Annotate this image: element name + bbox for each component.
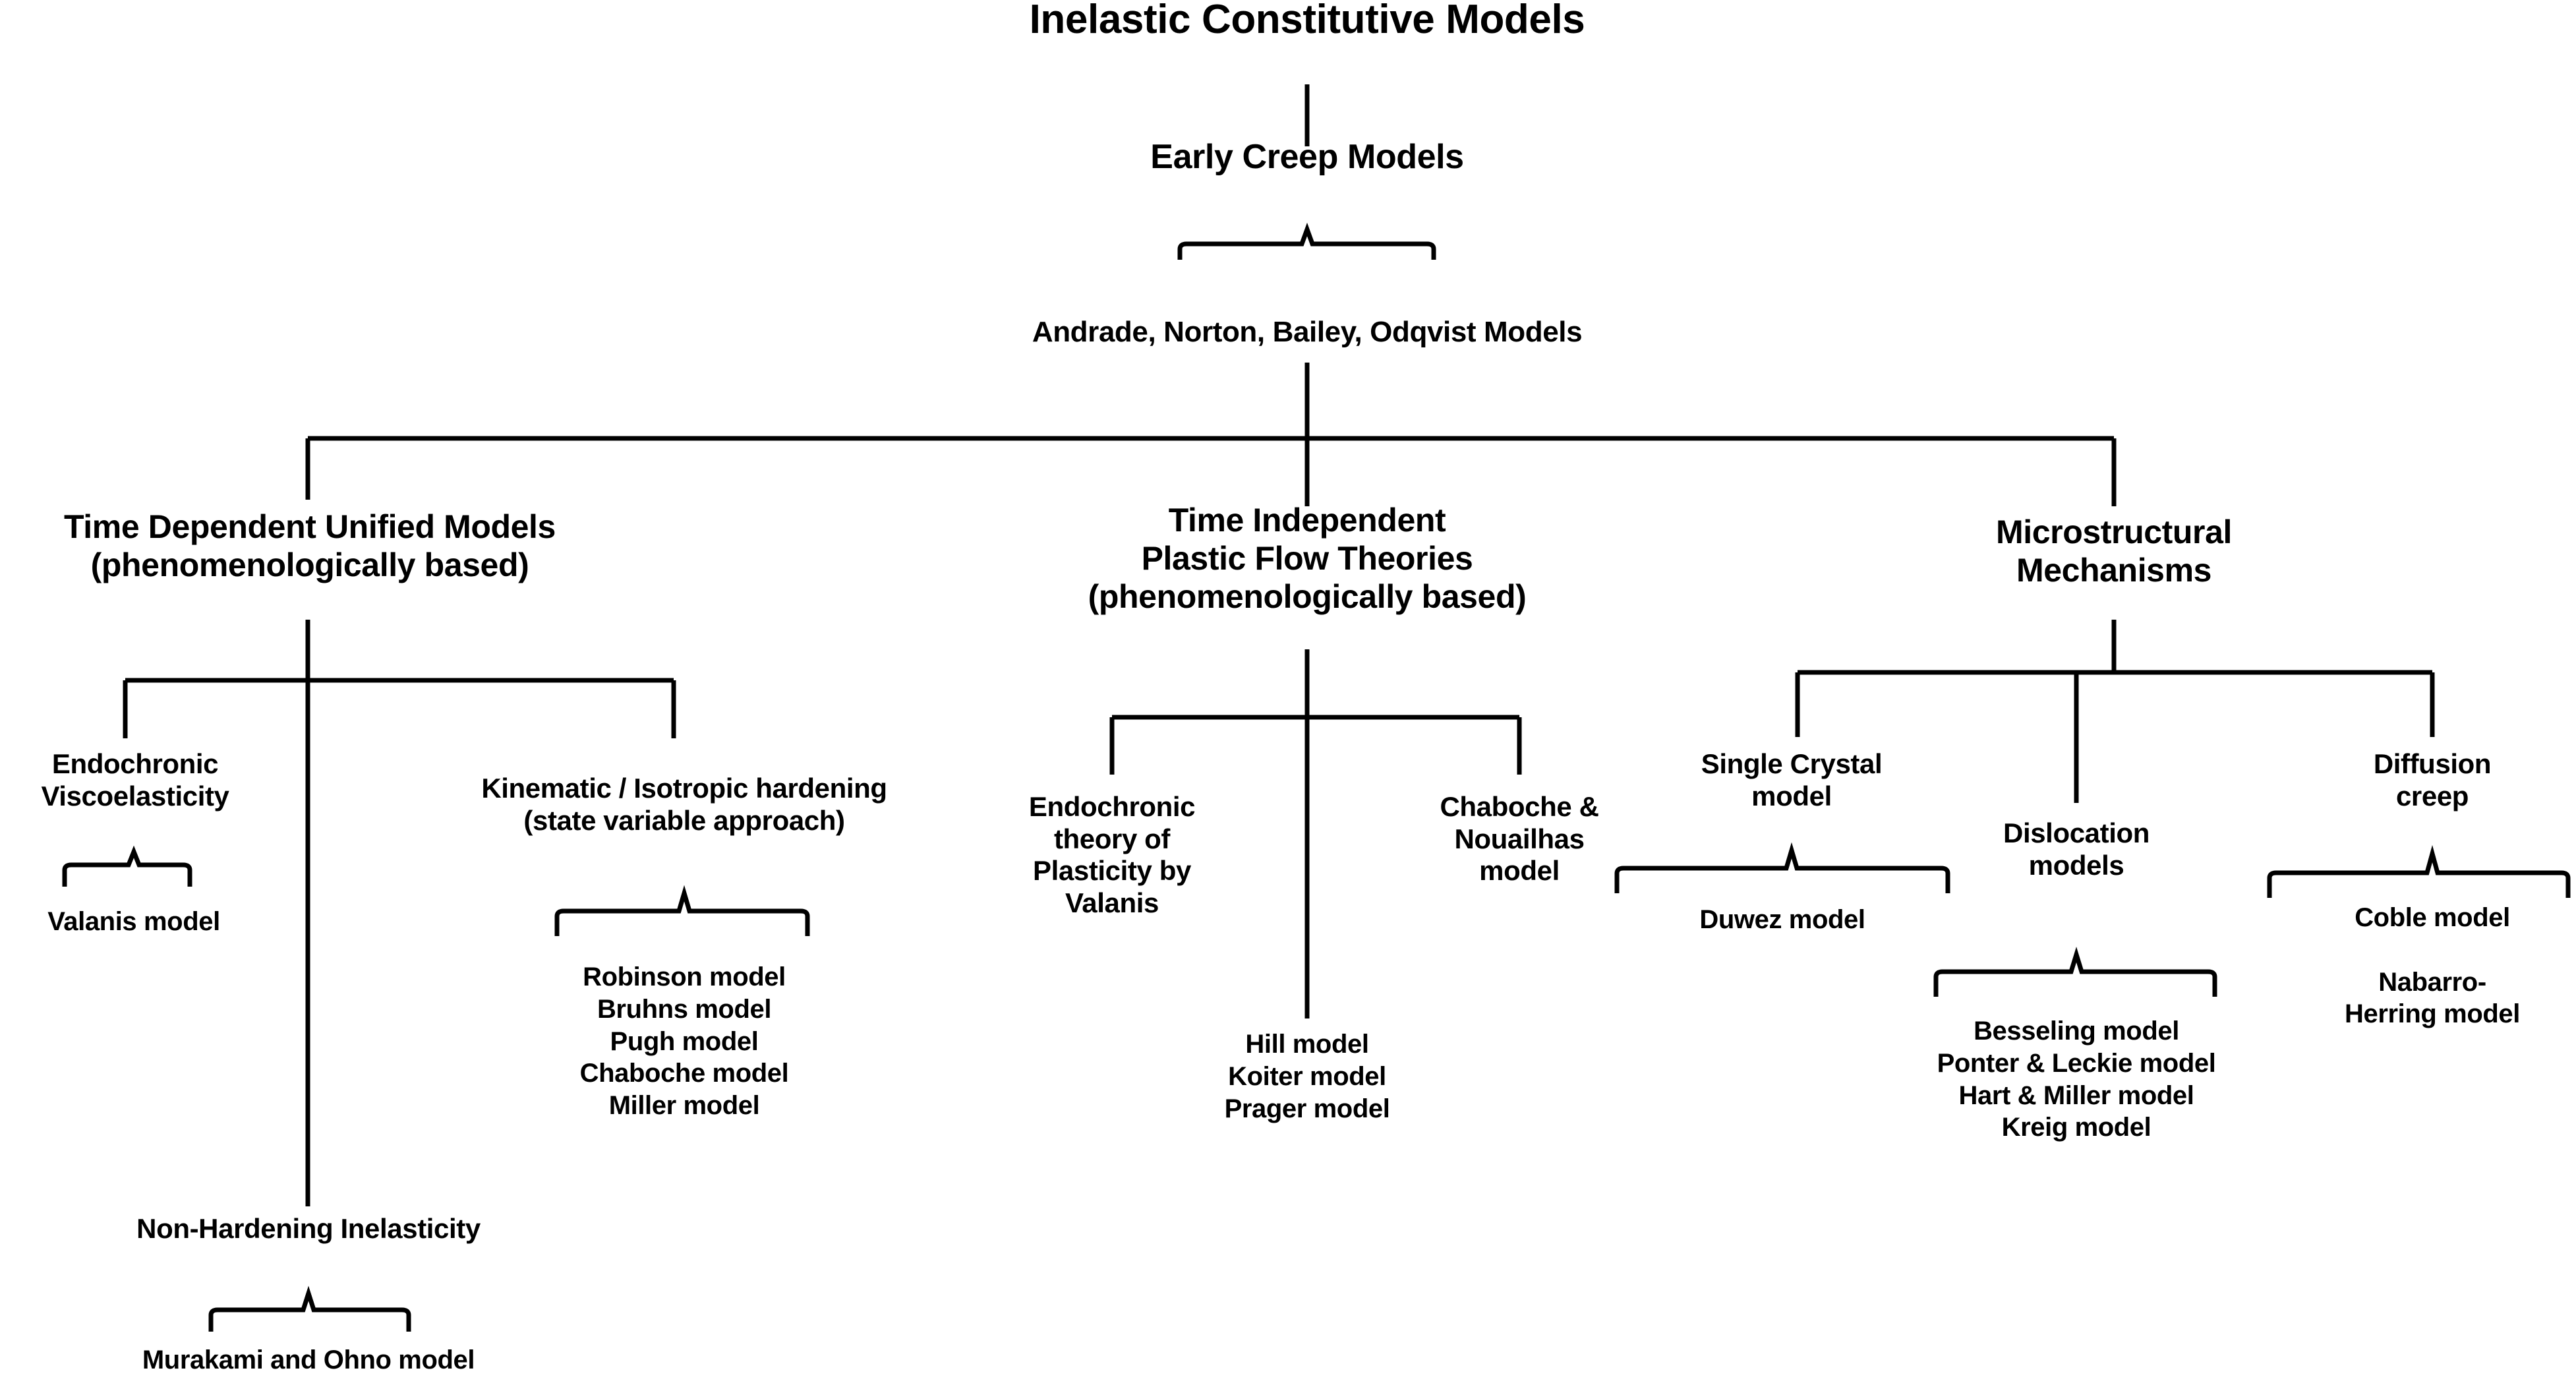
node-andrade-norton-bailey-odqvist: Andrade, Norton, Bailey, Odqvist Models (1032, 316, 1583, 348)
node-chaboche-nouailhas-model: Chaboche & Nouailhas model (1440, 791, 1599, 887)
bracket-dislocation-models (1933, 947, 2217, 997)
node-dislocation-model-list: Besseling model Ponter & Leckie model Ha… (1937, 1017, 2216, 1142)
node-microstructural-mechanisms: Microstructural Mechanisms (1996, 514, 2232, 589)
node-diffusion-creep: Diffusion creep (2373, 748, 2492, 812)
node-kinematic-isotropic-hardening: Kinematic / Isotropic hardening (state v… (481, 773, 887, 836)
node-kinematic-isotropic-model-list: Robinson model Bruhns model Pugh model C… (579, 962, 789, 1121)
bracket-single-crystal (1614, 842, 1950, 893)
node-endochronic-theory-of-plasticity: Endochronic theory of Plasticity by Vala… (1028, 791, 1196, 919)
node-duwez-model: Duwez model (1699, 905, 1865, 934)
node-single-crystal-model: Single Crystal model (1701, 748, 1883, 812)
node-non-hardening-inelasticity: Non-Hardening Inelasticity (136, 1213, 481, 1244)
node-plastic-flow-model-list: Hill model Koiter model Prager model (1224, 1030, 1390, 1123)
node-time-independent-plastic-flow-theories: Time Independent Plastic Flow Theories (… (1088, 502, 1527, 615)
node-root: Inelastic Constitutive Models (1029, 0, 1585, 42)
bracket-diffusion-creep (2267, 844, 2571, 898)
node-endochronic-viscoelasticity: Endochronic Viscoelasticity (41, 748, 229, 812)
node-valanis-model: Valanis model (47, 907, 220, 936)
bracket-early-creep (1177, 222, 1436, 260)
node-dislocation-models: Dislocation models (2003, 817, 2150, 881)
bracket-kinematic-isotropic (554, 885, 810, 936)
node-early-creep-models: Early Creep Models (1150, 138, 1464, 176)
node-diffusion-creep-model-list: Coble model Nabarro- Herring model (2345, 903, 2520, 1029)
bracket-endochronic-viscoelasticity (62, 845, 192, 887)
bracket-non-hardening (208, 1285, 411, 1332)
node-murakami-ohno-model: Murakami and Ohno model (142, 1345, 475, 1374)
node-time-dependent-unified-models: Time Dependent Unified Models (phenomeno… (64, 508, 556, 583)
